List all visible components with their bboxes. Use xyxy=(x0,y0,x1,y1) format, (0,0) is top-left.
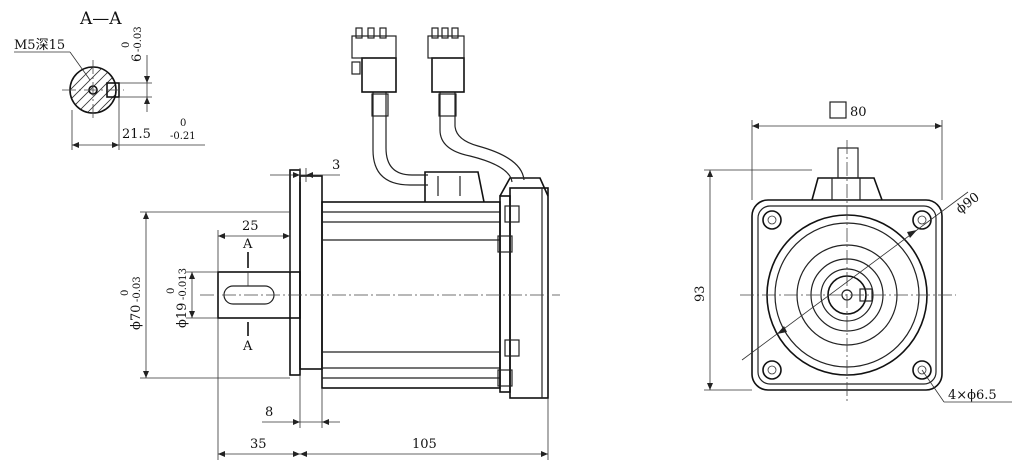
shaft-length-label: 35 xyxy=(250,437,267,452)
flange-thickness-label: 3 xyxy=(332,158,340,173)
key-width-tol-upper: 0 xyxy=(121,42,132,48)
shaft-tol-upper: 0 xyxy=(166,288,177,294)
height-label: 93 xyxy=(693,285,708,302)
mount-holes-label: 4×ϕ6.5 xyxy=(948,388,997,403)
key-depth-tol-lower: -0.21 xyxy=(170,131,196,142)
spigot-tol-upper: 0 xyxy=(120,290,131,296)
key-width-tol-lower: -0.03 xyxy=(133,26,144,52)
thread-note: M5深15 xyxy=(14,38,65,53)
section-marker-bottom: A xyxy=(242,339,253,354)
key-depth-tol-upper: 0 xyxy=(180,118,186,129)
front-view: ϕ90 80 93 4×ϕ6.5 xyxy=(693,101,1012,403)
body-length-label: 105 xyxy=(412,437,437,452)
spigot-tol-lower: -0.03 xyxy=(132,276,143,302)
section-title: A—A xyxy=(79,9,122,29)
bolt-circle-label: ϕ90 xyxy=(953,190,982,217)
section-a-a-view: A—A M5深15 6 0 -0.03 xyxy=(14,9,205,150)
side-view: 3 25 A A ϕ70 0 -0.03 ϕ19 0 - xyxy=(120,27,560,460)
section-marker-top: A xyxy=(242,237,253,252)
shaft-diameter-label: ϕ19 xyxy=(175,303,190,328)
square-size-label: 80 xyxy=(850,105,867,120)
key-width-value: 6 xyxy=(130,54,145,62)
key-length-label: 25 xyxy=(242,219,259,234)
shaft-tol-lower: -0.013 xyxy=(178,268,189,300)
spigot-diameter-label: ϕ70 xyxy=(129,305,144,330)
square-symbol-icon xyxy=(829,101,847,119)
flange-offset-label: 8 xyxy=(265,405,273,420)
key-depth-value: 21.5 xyxy=(122,127,151,142)
